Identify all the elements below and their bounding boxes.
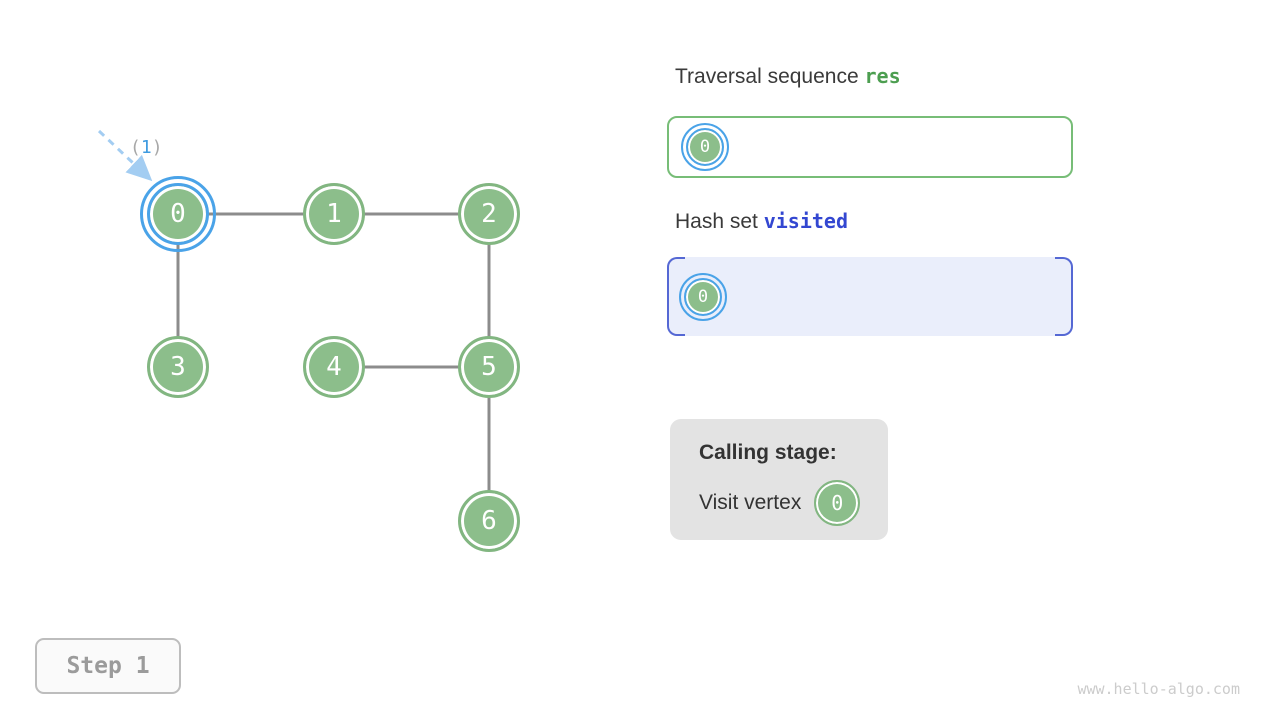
vertex-chip-0: 0	[679, 272, 727, 321]
annotation-open-paren: (	[130, 137, 141, 158]
traversal-items: 0	[681, 123, 729, 171]
graph-vertex-3: 3	[147, 336, 209, 398]
hash-set-title: Hash set visited	[675, 209, 848, 234]
annotation-number: 1	[140, 137, 152, 158]
recursion-depth-label: (1)	[130, 137, 163, 158]
traversal-sequence-title: Traversal sequence res	[675, 64, 901, 89]
hashset-title-text: Hash set	[675, 210, 758, 233]
vertex-chip-0: 0	[681, 123, 729, 171]
traversal-title-text: Traversal sequence	[675, 65, 859, 88]
graph-vertex-5: 5	[458, 336, 520, 398]
res-variable-name: res	[864, 64, 901, 88]
traversal-sequence-box: 0	[667, 116, 1073, 178]
watermark: www.hello-algo.com	[1077, 680, 1240, 698]
step-button[interactable]: Step 1	[35, 638, 181, 694]
annotation-close-paren: )	[151, 137, 163, 158]
graph-vertex-1: 1	[303, 183, 365, 245]
graph-vertex-4: 4	[303, 336, 365, 398]
visited-items: 0	[679, 272, 727, 321]
graph-vertex-0: 0	[140, 176, 216, 252]
calling-stage-title: Calling stage:	[699, 441, 837, 464]
set-bracket-right-icon	[1055, 257, 1073, 336]
calling-vertex-chip: 0	[814, 480, 861, 526]
visited-set-box: 0	[667, 257, 1073, 336]
calling-stage-action-row: Visit vertex 0	[699, 480, 888, 526]
calling-action-text: Visit vertex	[699, 491, 802, 514]
calling-stage-box: Calling stage: Visit vertex 0	[670, 419, 888, 540]
graph-vertex-2: 2	[458, 183, 520, 245]
graph-vertex-6: 6	[458, 490, 520, 552]
visited-variable-name: visited	[763, 209, 849, 233]
